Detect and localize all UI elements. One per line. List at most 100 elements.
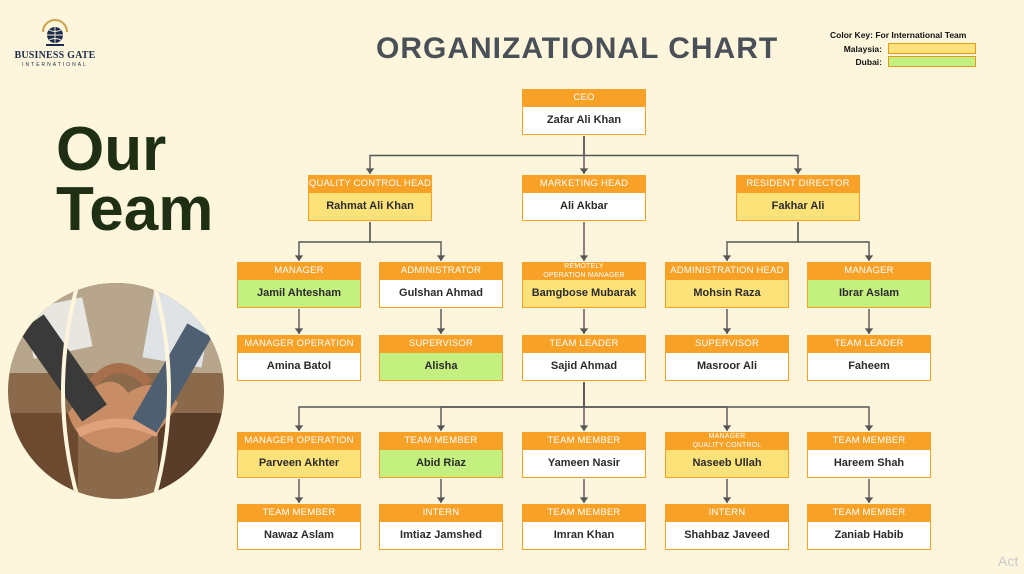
team-hands-photo — [8, 283, 224, 499]
node-name: Nawaz Aslam — [237, 522, 361, 550]
node-name: Hareem Shah — [807, 450, 931, 478]
node-role-line: REMOTELY — [564, 263, 604, 270]
node-name: Amina Batol — [237, 353, 361, 381]
node-role: TEAM MEMBER — [379, 432, 503, 450]
edge-ceo-qch — [365, 136, 585, 174]
our-team-headline: Our Team — [56, 115, 214, 244]
node-name: Alisha — [379, 353, 503, 381]
edge-rd-m2 — [797, 222, 874, 261]
node-role: MANAGER — [237, 262, 361, 280]
color-key-swatch-malaysia — [888, 43, 976, 54]
color-key-swatch-dubai — [888, 56, 976, 67]
node-role: CEO — [522, 89, 646, 107]
node-name: Gulshan Ahmad — [379, 280, 503, 308]
edge-qch-m1 — [294, 222, 371, 261]
color-key-row-malaysia: Malaysia: — [830, 43, 990, 54]
globe-gate-icon — [40, 18, 70, 48]
color-key-row-dubai: Dubai: — [830, 56, 990, 67]
node-role: MANAGER — [807, 262, 931, 280]
node-role: TEAM MEMBER — [807, 432, 931, 450]
node-role: MARKETING HEAD — [522, 175, 646, 193]
logo-subtitle: INTERNATIONAL — [22, 62, 88, 68]
color-key-label: Malaysia: — [843, 43, 882, 54]
headline-line-2: Team — [56, 175, 214, 244]
node-role-line: OPERATION MANAGER — [543, 271, 625, 279]
edge-tl1-tm1 — [436, 382, 585, 431]
node-name: Yameen Nasir — [522, 450, 646, 478]
edge-ceo-rd — [583, 136, 803, 174]
edge-rd-ah — [722, 222, 799, 261]
node-name: Rahmat Ali Khan — [308, 193, 432, 221]
node-role: TEAM MEMBER — [522, 504, 646, 522]
node-name: Shahbaz Javeed — [665, 522, 789, 550]
node-name: Jamil Ahtesham — [237, 280, 361, 308]
node-role: TEAM LEADER — [522, 335, 646, 353]
company-logo: BUSINESS GATE INTERNATIONAL — [14, 18, 96, 68]
node-role: TEAM MEMBER — [522, 432, 646, 450]
node-role: QUALITY CONTROL HEAD — [308, 175, 432, 193]
node-name: Parveen Akhter — [237, 450, 361, 478]
node-name: Sajid Ahmad — [522, 353, 646, 381]
node-name: Zafar Ali Khan — [522, 107, 646, 135]
node-role: SUPERVISOR — [665, 335, 789, 353]
node-name: Ali Akbar — [522, 193, 646, 221]
node-role: MANAGER OPERATION — [237, 335, 361, 353]
edge-tl1-tm3 — [583, 382, 874, 431]
node-role: INTERN — [379, 504, 503, 522]
color-key-label: Dubai: — [855, 56, 882, 67]
node-role-line: QUALITY CONTROL — [692, 441, 762, 449]
node-name: Masroor Ali — [665, 353, 789, 381]
node-name: Ibrar Aslam — [807, 280, 931, 308]
headline-line-1: Our — [56, 115, 167, 184]
color-key: Color Key: For International Team Malays… — [830, 30, 990, 69]
node-role: SUPERVISOR — [379, 335, 503, 353]
node-name: Imtiaz Jamshed — [379, 522, 503, 550]
node-name: Mohsin Raza — [665, 280, 789, 308]
node-role: TEAM MEMBER — [807, 504, 931, 522]
node-name: Naseeb Ullah — [665, 450, 789, 478]
node-role-line: MANAGER — [708, 433, 746, 440]
node-name: Abid Riaz — [379, 450, 503, 478]
node-role: TEAM MEMBER — [237, 504, 361, 522]
page-title: ORGANIZATIONAL CHART — [376, 32, 779, 65]
edge-qch-adm — [369, 222, 446, 261]
node-role: RESIDENT DIRECTOR — [736, 175, 860, 193]
node-name: Fakhar Ali — [736, 193, 860, 221]
node-role: INTERN — [665, 504, 789, 522]
node-role: ADMINISTRATION HEAD — [665, 262, 789, 280]
node-role: MANAGER OPERATION — [237, 432, 361, 450]
node-name: Faheem — [807, 353, 931, 381]
node-role: ADMINISTRATOR — [379, 262, 503, 280]
logo-name: BUSINESS GATE — [14, 50, 96, 61]
watermark-text: Act — [998, 553, 1019, 569]
color-key-title: Color Key: For International Team — [830, 30, 967, 40]
node-name: Bamgbose Mubarak — [522, 280, 646, 308]
